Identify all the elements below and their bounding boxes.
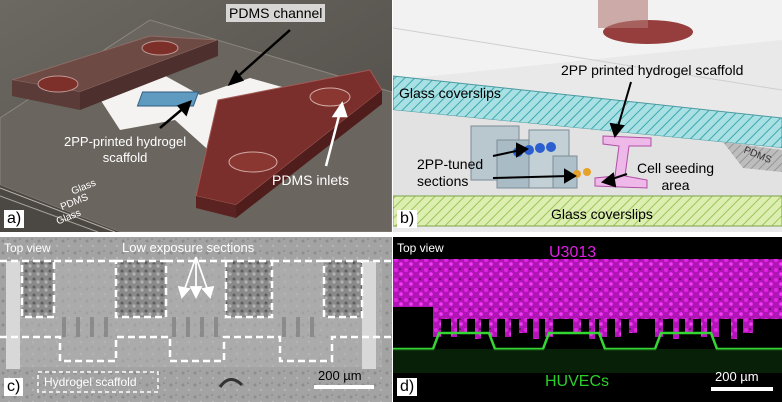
- label-printed-scaffold: 2PP printed hydrogel scaffold: [561, 62, 743, 78]
- inlet-hole: [38, 76, 78, 92]
- label-scalebar-d: 200 µm: [715, 369, 759, 384]
- label-scalebar-c: 200 µm: [318, 368, 362, 383]
- label-hydrogel-scaffold: Hydrogel scaffold: [44, 375, 137, 389]
- scalebar-c: [314, 385, 374, 389]
- label-scaffold-line1: 2PP-printed hydrogel: [64, 134, 186, 150]
- label-scaffold-line2: scaffold: [64, 150, 186, 166]
- panel-c-brightfield: Top view Low exposure sections Hydrogel …: [0, 237, 392, 402]
- label-seeding-line1: Cell seeding: [637, 160, 714, 177]
- cross-section-illustration: [393, 0, 782, 232]
- panel-d-fluorescence: Top view U3013 HUVECs 200 µm d): [393, 237, 782, 402]
- device-illustration: [0, 0, 392, 232]
- label-tuned-sections: 2PP-tuned sections: [417, 156, 483, 190]
- label-top-view-d: Top view: [397, 241, 444, 255]
- label-coverslips-bottom: Glass coverslips: [551, 206, 653, 222]
- inlet-hole: [229, 152, 277, 172]
- scalebar-d: [711, 387, 773, 391]
- label-low-exposure: Low exposure sections: [122, 240, 254, 255]
- inlet-hole: [310, 88, 350, 106]
- label-tuned-line2: sections: [417, 173, 483, 190]
- label-pdms-inlets: PDMS inlets: [272, 172, 349, 188]
- label-seeding-line2: area: [637, 177, 714, 194]
- label-coverslips-top: Glass coverslips: [399, 85, 501, 101]
- panel-letter-b: b): [397, 210, 417, 228]
- label-huvecs: HUVECs: [545, 373, 609, 391]
- panel-a-device-render: PDMS channel 2PP-printed hydrogel scaffo…: [0, 0, 392, 232]
- panel-letter-a: a): [4, 210, 24, 228]
- panel-letter-c: c): [4, 378, 23, 396]
- label-tuned-line1: 2PP-tuned: [417, 156, 483, 173]
- label-top-view-c: Top view: [4, 241, 51, 255]
- panel-letter-d: d): [397, 378, 417, 396]
- label-pdms-channel: PDMS channel: [226, 4, 325, 22]
- label-scaffold: 2PP-printed hydrogel scaffold: [64, 134, 186, 166]
- panel-b-cross-section: 2PP printed hydrogel scaffold Glass cove…: [393, 0, 782, 232]
- label-u3013: U3013: [549, 244, 596, 262]
- inlet-hole: [142, 41, 178, 55]
- label-seeding-area: Cell seeding area: [637, 160, 714, 194]
